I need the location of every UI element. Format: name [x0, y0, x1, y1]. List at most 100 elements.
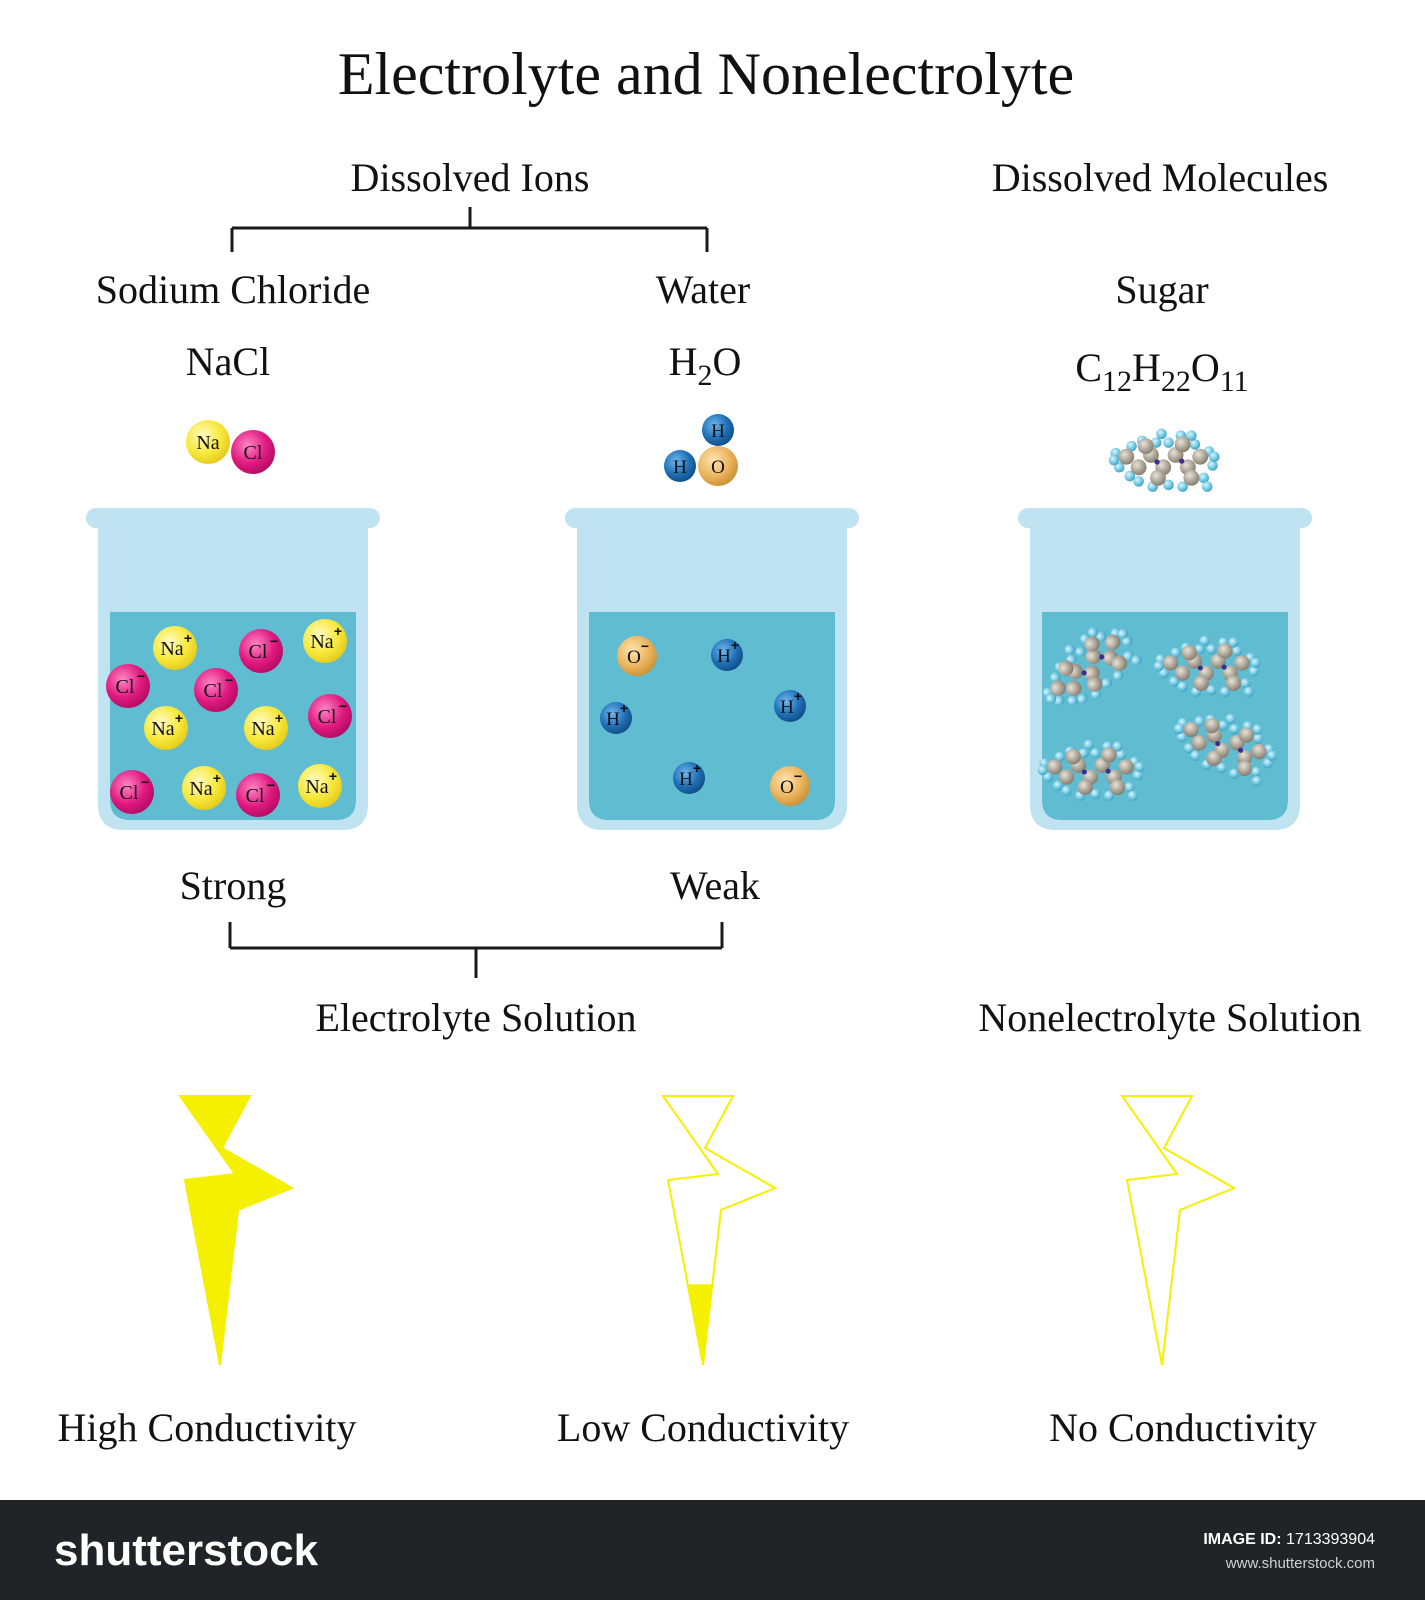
ion-cl-minus: Cl− — [110, 770, 154, 814]
lightning-bolt-icon — [1120, 1095, 1237, 1366]
ion-charge: − — [137, 668, 145, 684]
h-atom: H — [664, 450, 696, 482]
no-conductivity-label: No Conductivity — [1049, 1405, 1317, 1450]
ion-symbol: Cl — [249, 641, 268, 663]
sugar-molecule — [1042, 626, 1142, 706]
bolt-outline — [178, 1095, 295, 1366]
ion-charge: − — [225, 672, 233, 688]
ion-h-plus: H+ — [774, 688, 806, 722]
footer-site-link[interactable]: www.shutterstock.com — [1225, 1555, 1375, 1572]
water-formula: H2O — [668, 339, 742, 392]
cl-atom: Cl — [231, 430, 275, 474]
nacl-molecule: Na Cl — [186, 420, 275, 474]
ion-charge: − — [270, 633, 278, 649]
ion-symbol: Na — [196, 432, 219, 454]
lightning-bolt-icon — [661, 1095, 778, 1366]
ion-symbol: Na — [310, 631, 333, 653]
ion-symbol: Na — [305, 776, 328, 798]
ion-h-plus: H+ — [600, 700, 632, 734]
ion-na-plus: Na+ — [144, 706, 188, 750]
ion-cl-minus: Cl− — [308, 694, 352, 738]
dissolved-ions-label: Dissolved Ions — [350, 155, 590, 200]
ion-charge: − — [267, 777, 275, 793]
weak-label: Weak — [669, 863, 761, 908]
ion-symbol: Na — [251, 718, 274, 740]
ion-symbol: O — [780, 777, 794, 798]
ion-symbol: Cl — [244, 442, 263, 464]
ion-charge: − — [641, 638, 649, 654]
ion-symbol: H — [717, 646, 731, 667]
ion-charge: + — [329, 768, 337, 784]
ion-h-plus: H+ — [711, 637, 743, 671]
ion-symbol: H — [711, 421, 725, 442]
ion-symbol: Na — [189, 778, 212, 800]
ion-charge: + — [794, 688, 802, 704]
sodium-chloride-label: Sodium Chloride — [95, 267, 371, 312]
ion-na-plus: Na+ — [153, 626, 197, 670]
ion-symbol: Cl — [120, 782, 139, 804]
footer-brand-logo[interactable]: shutterstock — [54, 1526, 319, 1575]
strong-label: Strong — [179, 863, 287, 908]
electrolyte-bracket — [228, 922, 724, 978]
ion-na-plus: Na+ — [244, 706, 288, 750]
ion-charge: + — [213, 770, 221, 786]
ion-cl-minus: Cl− — [239, 629, 283, 673]
ion-charge: + — [184, 630, 192, 646]
ion-h-plus: H+ — [673, 760, 705, 794]
ion-charge: − — [339, 698, 347, 714]
nacl-formula: NaCl — [185, 339, 271, 384]
ion-symbol: Cl — [204, 680, 223, 702]
sugar-molecule — [1037, 739, 1145, 801]
low-conductivity-label: Low Conductivity — [556, 1405, 850, 1450]
ion-symbol: Cl — [318, 706, 337, 728]
ion-na-plus: Na+ — [303, 619, 347, 663]
high-conductivity-label: High Conductivity — [57, 1405, 357, 1450]
ion-charge: + — [334, 623, 342, 639]
dissolved-molecules-label: Dissolved Molecules — [991, 155, 1329, 200]
ion-symbol: H — [673, 457, 687, 478]
sugar-molecule — [1173, 713, 1277, 787]
ion-charge: − — [141, 774, 149, 790]
bolt-outline — [661, 1095, 778, 1366]
h-atom: H — [702, 414, 734, 446]
bolt-fill — [663, 1284, 775, 1365]
ion-na-plus: Na+ — [298, 764, 342, 808]
ion-symbol: H — [606, 709, 620, 730]
footer-bar: shutterstock IMAGE ID: 1713393904 www.sh… — [0, 1500, 1425, 1600]
sugar-molecule — [1153, 635, 1261, 697]
ion-charge: − — [794, 768, 802, 784]
ion-symbol: Cl — [246, 785, 265, 807]
ion-charge: + — [731, 637, 739, 653]
na-atom: Na — [186, 420, 230, 464]
dissolved-ions-bracket — [230, 207, 709, 252]
beaker-rim — [565, 508, 859, 528]
ion-charge: + — [693, 760, 701, 776]
ion-na-plus: Na+ — [182, 766, 226, 810]
ion-cl-minus: Cl− — [236, 773, 280, 817]
water-beaker — [565, 508, 859, 830]
page-title: Electrolyte and Nonelectrolyte — [337, 41, 1075, 107]
ion-symbol: H — [780, 697, 794, 718]
ion-symbol: Na — [151, 718, 174, 740]
ion-symbol: Cl — [116, 676, 135, 698]
bolt-outline — [1120, 1095, 1237, 1366]
ion-charge: + — [620, 700, 628, 716]
nonelectrolyte-solution-label: Nonelectrolyte Solution — [978, 995, 1362, 1040]
electrolyte-solution-label: Electrolyte Solution — [315, 995, 637, 1040]
ion-symbol: O — [711, 457, 725, 478]
beaker-rim — [86, 508, 380, 528]
lightning-bolt-icon — [178, 1095, 295, 1366]
o-atom: O — [698, 446, 738, 486]
ion-cl-minus: Cl− — [106, 664, 150, 708]
ion-symbol: O — [627, 647, 641, 668]
sugar-molecule — [1108, 428, 1220, 492]
ion-cl-minus: Cl− — [194, 668, 238, 712]
water-label: Water — [655, 267, 751, 312]
ion-o-minus: O− — [617, 636, 657, 676]
sugar-label: Sugar — [1115, 267, 1209, 312]
ion-symbol: Na — [160, 638, 183, 660]
beaker-rim — [1018, 508, 1312, 528]
footer-image-id: IMAGE ID: 1713393904 www.shutterstock.co… — [1203, 1528, 1375, 1576]
